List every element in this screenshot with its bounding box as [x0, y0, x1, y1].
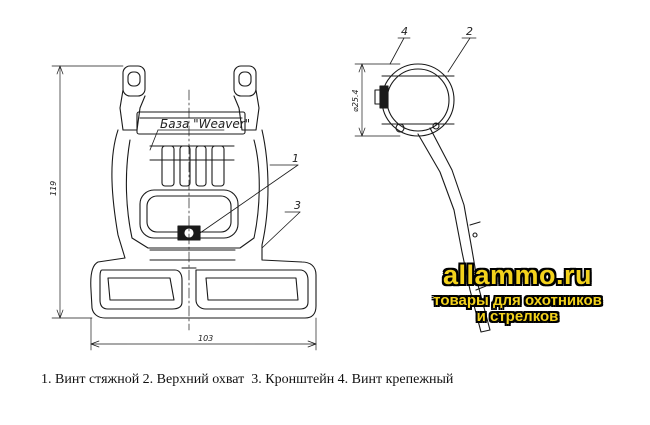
watermark-tagline-2: и стрелков — [476, 308, 559, 325]
slot-columns — [149, 145, 235, 187]
parts-caption: 1. Винт стяжной 2. Верхний охват 3. Крон… — [41, 372, 454, 387]
front-view — [90, 65, 317, 331]
screw-4 — [374, 85, 389, 109]
callout-3: 3 — [294, 199, 301, 212]
dimension-lines — [51, 65, 317, 351]
watermark-site: allammo.ru — [442, 260, 593, 290]
leader-lines-side — [389, 37, 477, 73]
watermark-logo: allammo.ru товары для охотников и стрелк… — [400, 260, 635, 325]
height-dimension: 119 — [49, 181, 58, 196]
diameter-dimension: ⌀25.4 — [351, 89, 360, 112]
watermark-tagline-1: товары для охотников — [433, 292, 602, 309]
body-outline — [90, 129, 317, 319]
callout-1: 1 — [292, 152, 299, 165]
top-ring-right — [233, 65, 257, 97]
width-dimension: 103 — [198, 334, 213, 343]
callout-4: 4 — [401, 25, 408, 38]
weaver-label: База "Weaver" — [160, 117, 250, 131]
top-ring-left — [122, 65, 146, 97]
leader-lines-front — [149, 129, 301, 249]
callout-2: 2 — [466, 25, 473, 38]
side-view — [354, 63, 491, 333]
